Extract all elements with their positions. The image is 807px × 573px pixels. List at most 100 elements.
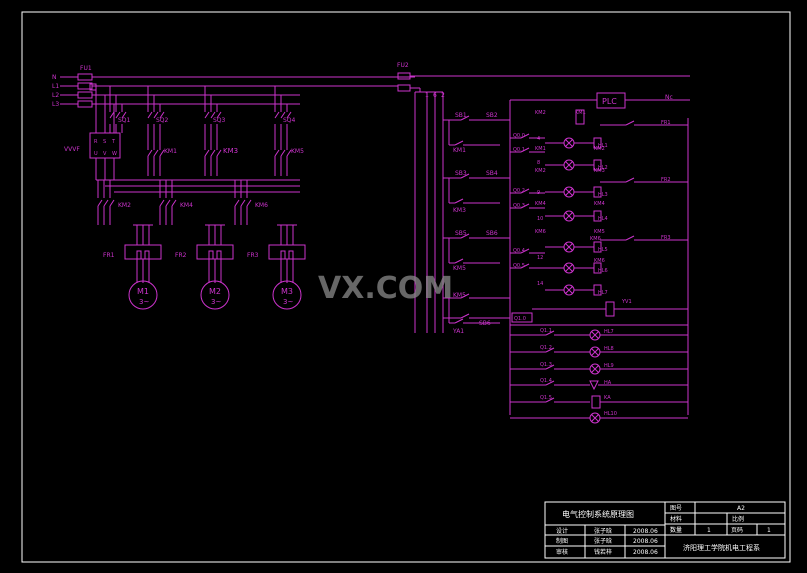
relay-label: Q0.2 (513, 188, 525, 194)
sheet-value: 1 (767, 527, 771, 534)
relay-number: 9 (537, 190, 540, 196)
bus-number: 2 (441, 92, 445, 99)
lamp-cross (565, 188, 573, 196)
thermal-label: FR1 (103, 252, 115, 259)
vvvf-input-label: T (111, 139, 116, 145)
right-km-label: KM3 (594, 168, 605, 174)
supply-line-label: N (52, 74, 57, 81)
review-label: 审核 (556, 548, 568, 556)
right-km-label: KM6 (590, 236, 601, 242)
relay-contact-icon (520, 263, 530, 269)
coil-label: KM2 (535, 168, 546, 174)
motor-name: M3 (281, 287, 293, 296)
contactor-top-label: KM5 (291, 148, 304, 155)
vvvf-output-label: V (103, 151, 107, 157)
relay-number: 14 (537, 281, 543, 287)
relay-contact-icon (520, 188, 530, 194)
push-button-label: SB1 (455, 112, 467, 119)
fuse-icon (397, 84, 411, 92)
contactor-icon (216, 149, 222, 157)
motor-icon (128, 280, 158, 310)
indicator-lamp-icon (563, 241, 575, 253)
review-date: 2008.06 (633, 549, 658, 556)
fr-contact-label: FR3 (661, 235, 671, 241)
relay-label: Q0.4 (513, 248, 525, 254)
coil-label: KM1 (535, 146, 546, 152)
left-km-label: KM3 (453, 207, 466, 214)
output-label: Q1.2 (540, 345, 552, 351)
breaker-icon (159, 111, 165, 119)
sheet-label: 页码 (731, 526, 743, 534)
breaker-icon (274, 111, 280, 119)
relay-label: Q0.3 (513, 203, 525, 209)
output-contact-icon (545, 380, 555, 386)
fuse-main-label: FU1 (80, 65, 92, 72)
title-block-text: 电气控制系统原理图 图号 A2 材料 比例 数量 1 页码 1 设计 张子晗 2… (556, 505, 771, 556)
contactor-icon (159, 199, 165, 207)
draw-date: 2008.06 (633, 538, 658, 545)
lamp-label: HL8 (604, 346, 614, 352)
push-button-label: SB4 (486, 170, 498, 177)
indicator-lamp-icon (589, 412, 601, 424)
push-button-label: SB6 (479, 320, 491, 327)
design-label: 设计 (556, 527, 568, 535)
right-km-label: KM2 (594, 146, 605, 152)
contactor-icon (204, 149, 210, 157)
breaker-icon (121, 111, 127, 119)
relay-number: 12 (537, 255, 543, 261)
right-km-label: KM6 (594, 258, 605, 264)
coil-icon (593, 262, 602, 274)
breaker-icon (115, 111, 121, 119)
lamp-label: HL3 (598, 192, 608, 198)
lamp-cross (591, 348, 599, 356)
plc-box (596, 92, 626, 109)
lamp-cross (565, 212, 573, 220)
breaker-icon (286, 111, 292, 119)
push-button-icon (460, 173, 470, 179)
qty-value: 1 (707, 527, 711, 534)
relay-coil-label: KA (604, 395, 611, 401)
indicator-lamp-icon (589, 346, 601, 358)
thermal-relay-icon (268, 244, 306, 260)
lamp-label: HL7 (604, 329, 614, 335)
draw-label: 制图 (556, 537, 568, 545)
supply-line-label: L3 (52, 101, 59, 108)
thermal-relay-icon (196, 244, 234, 260)
lamp-label: HL2 (598, 165, 608, 171)
aux-contact-icon (454, 318, 464, 324)
aux-contact-icon (454, 140, 464, 146)
push-button-label: SB6 (486, 230, 498, 237)
contactor-bottom-label: KM4 (180, 202, 193, 209)
push-button-icon (460, 233, 470, 239)
coil-icon (593, 210, 602, 222)
thermal-element-icon (280, 250, 294, 259)
relay-label: Q0.1 (513, 147, 525, 153)
contactor-icon (234, 199, 240, 207)
lamp-cross (565, 161, 573, 169)
breaker-icon (147, 111, 153, 119)
right-km-label: KM4 (594, 201, 605, 207)
thermal-label: FR3 (247, 252, 259, 259)
output-contact-icon (545, 364, 555, 370)
contactor-icon (280, 149, 286, 157)
symbols (77, 72, 635, 424)
breaker-label: SQ4 (283, 117, 296, 124)
lamp-cross (565, 243, 573, 251)
breaker-icon (280, 111, 286, 119)
lamp-label: HL5 (598, 247, 608, 253)
relay-contact-icon (520, 147, 530, 153)
contactor-icon (171, 199, 177, 207)
indicator-lamp-icon (563, 262, 575, 274)
lamp-cross (565, 139, 573, 147)
lamp-label: HL6 (598, 268, 608, 274)
motor-type: 3~ (139, 298, 149, 306)
breaker-icon (153, 111, 159, 119)
fr-contact-label: FR1 (661, 120, 671, 126)
indicator-lamp-icon (563, 159, 575, 171)
lamp-cross (565, 264, 573, 272)
fr-contact-icon (625, 177, 635, 183)
right-km-label: KM1 (575, 110, 586, 116)
lamp-label: HL7 (598, 290, 608, 296)
right-km-label: KM5 (594, 229, 605, 235)
push-button-icon (460, 115, 470, 121)
